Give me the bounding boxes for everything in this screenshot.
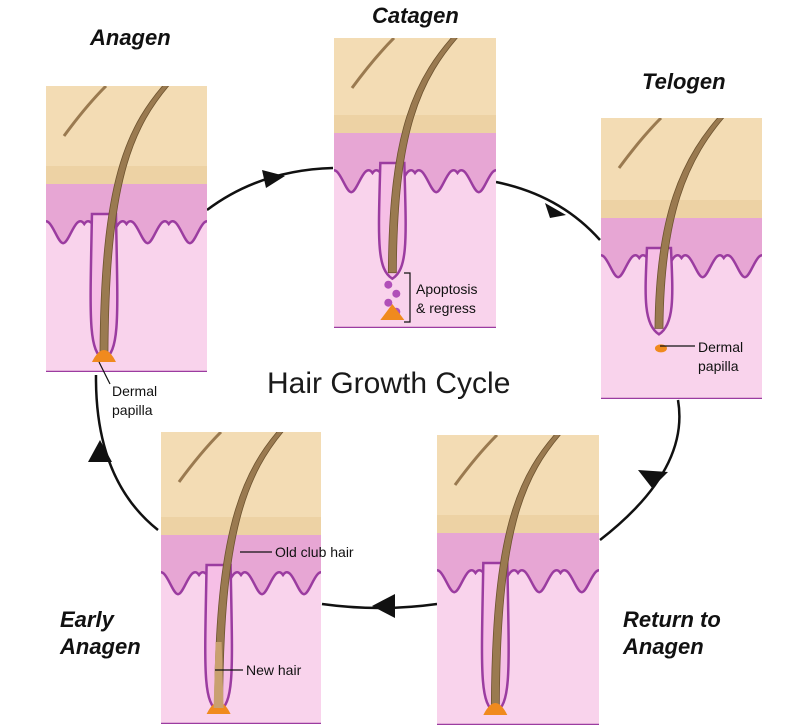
stage-label-telogen: Telogen — [642, 69, 726, 94]
dermal-boundary — [437, 569, 599, 725]
stage-label-early-anagen: Early Anagen — [60, 606, 141, 660]
dermal-boundary — [46, 220, 207, 372]
callout-line: papilla — [698, 358, 739, 374]
stage-label-early-line2: Anagen — [60, 634, 141, 659]
callout-line: & regress — [416, 300, 476, 316]
dermal-boundary — [601, 254, 762, 399]
arrowhead-4 — [372, 594, 395, 618]
surface-hair — [453, 435, 499, 486]
callout-line: papilla — [112, 402, 153, 418]
hair-shaft — [654, 118, 725, 329]
callout-anagen-dermal-papilla: Dermal papilla — [112, 382, 157, 420]
callout-leaders — [98, 272, 695, 671]
arrowhead-1 — [262, 170, 285, 188]
panel-telogen — [601, 118, 762, 399]
callout-new-hair: New hair — [246, 662, 302, 678]
arrow-early-to-anagen — [94, 374, 159, 531]
arrowhead-2 — [545, 203, 566, 218]
panel-early — [161, 432, 321, 724]
stage-label-anagen: Anagen — [90, 25, 171, 50]
hair-shaft — [387, 38, 458, 274]
stage-label-return-line2: Anagen — [623, 634, 704, 659]
callout-line: Apoptosis — [416, 281, 478, 297]
panel-return — [437, 435, 599, 725]
diagram-title: Hair Growth Cycle — [267, 367, 511, 400]
surface-hair — [62, 86, 108, 137]
skin-panels — [46, 38, 762, 725]
surface-hair — [177, 432, 223, 483]
arrow-telogen-to-return — [599, 399, 681, 541]
arrowhead-5 — [88, 440, 112, 462]
dermal-boundary — [161, 571, 321, 724]
stage-label-return-line1: Return to — [623, 607, 721, 632]
dermal-papilla — [380, 304, 405, 320]
stage-label-catagen: Catagen — [372, 3, 459, 28]
stage-label-return-to-anagen: Return to Anagen — [623, 606, 721, 660]
bracket-apoptosis — [404, 272, 411, 323]
surface-hair — [350, 38, 396, 89]
panel-catagen — [334, 38, 496, 328]
callout-old-club-hair: Old club hair — [275, 544, 354, 560]
callout-line: Dermal — [112, 383, 158, 399]
dermal-papilla — [91, 350, 116, 362]
arrowhead-3 — [638, 470, 668, 488]
hair-shaft — [490, 435, 561, 708]
stage-label-early-line1: Early — [60, 607, 114, 632]
dermal-boundary — [334, 169, 496, 328]
hair-shaft — [99, 86, 170, 355]
callout-apoptosis: Apoptosis & regress — [416, 280, 477, 318]
new-hair — [213, 642, 224, 708]
dermal-papilla — [483, 703, 508, 715]
arrow-catagen-to-telogen — [495, 180, 601, 241]
arrowheads — [88, 170, 668, 618]
surface-hair — [617, 118, 663, 169]
callout-line: Dermal — [698, 339, 744, 355]
callout-telogen-dermal-papilla: Dermal papilla — [698, 338, 743, 376]
panel-anagen — [46, 86, 207, 372]
leader-anagen-papilla — [98, 361, 111, 385]
